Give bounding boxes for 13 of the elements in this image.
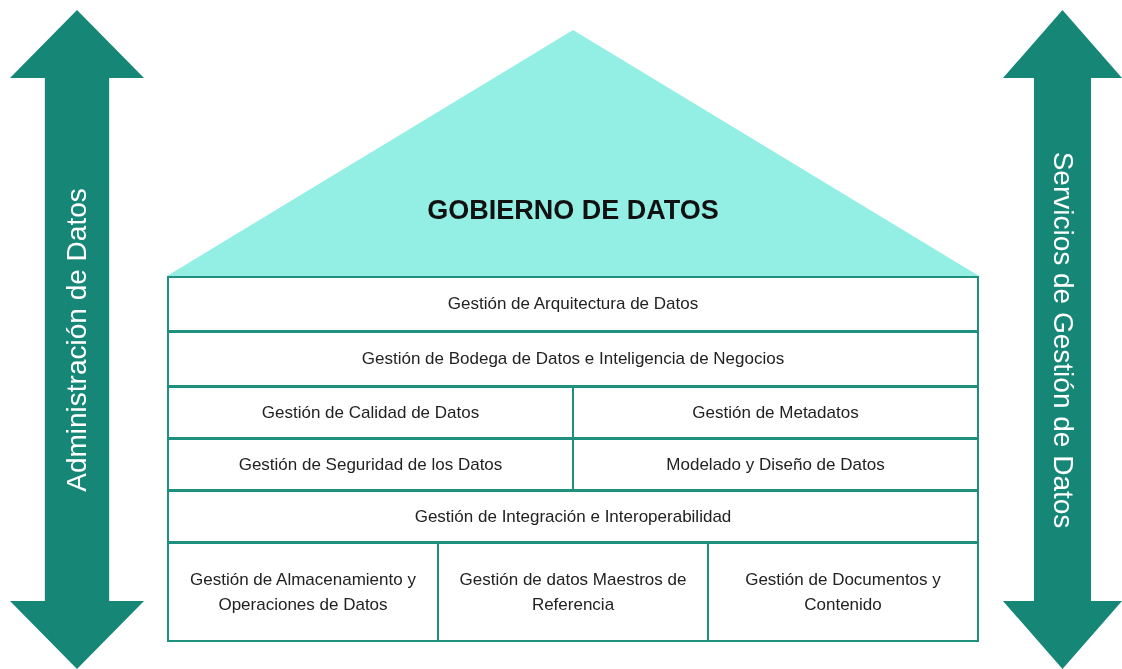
section-label: Modelado y Diseño de Datos [666,453,885,476]
section-label: Gestión de Metadatos [692,401,859,424]
title-label: GOBIERNO DE DATOS [426,195,720,226]
section-label: Gestión de Arquitectura de Datos [447,293,699,316]
arrow-label: Servicios de Gestión de Datos [1046,151,1079,528]
section-label: Gestión de Integración e Interoperabilidad [414,505,732,528]
arrow-label: Administración de Datos [61,187,93,492]
section-label: Gestión de Calidad de Datos [261,401,480,424]
section-label: Gestión de Documentos y Contenido [744,568,942,616]
section-label: Gestión de Almacenamiento y Operaciones de Datos [189,568,417,616]
section-label: Gestión de Seguridad de los Datos [238,453,503,476]
section-label: Gestión de datos Maestros de Referencia [458,568,688,616]
section-label: Gestión de Bodega de Datos e Inteligencia de Negocios [361,348,785,371]
